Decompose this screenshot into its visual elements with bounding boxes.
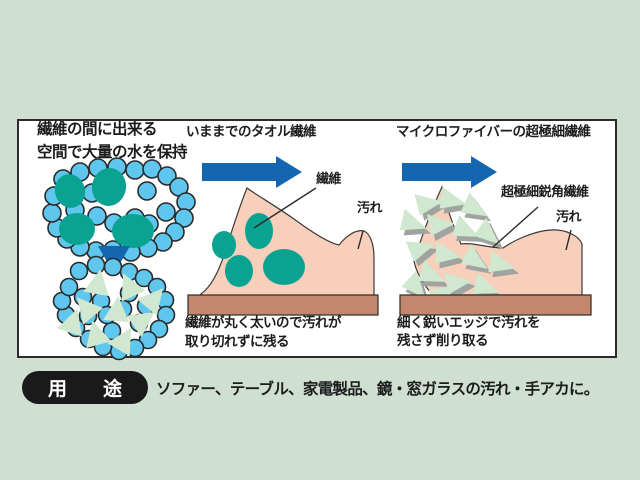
water-panel-title-line1: 繊維の間に出来る bbox=[37, 121, 158, 138]
microfiber-panel-title: マイクロファイバーの超極細繊維 bbox=[396, 124, 591, 139]
microfiber-caption-line1: 細く鋭いエッジで汚れを bbox=[397, 315, 541, 330]
conventional-panel-title: いままでのタオル繊維 bbox=[186, 124, 317, 139]
dirt-label: 汚れ bbox=[556, 209, 582, 224]
usage-badge: 用 途 bbox=[22, 371, 148, 404]
microfiber-caption-line2: 残さず削り取る bbox=[397, 333, 489, 348]
conventional-caption-line2: 取り切れずに残る bbox=[185, 334, 290, 349]
sharp-fiber-label: 超極細鋭角繊維 bbox=[501, 184, 589, 199]
conventional-caption-line1: 繊維が丸く太いので汚れが bbox=[185, 315, 342, 330]
fiber-label: 繊維 bbox=[316, 171, 342, 186]
water-panel-title-line2: 空間で大量の水を保持 bbox=[37, 144, 188, 161]
dirt-label: 汚れ bbox=[357, 200, 383, 215]
usage-text: ソファー、テーブル、家電製品、鏡・窓ガラスの汚れ・手アカに。 bbox=[156, 380, 599, 398]
